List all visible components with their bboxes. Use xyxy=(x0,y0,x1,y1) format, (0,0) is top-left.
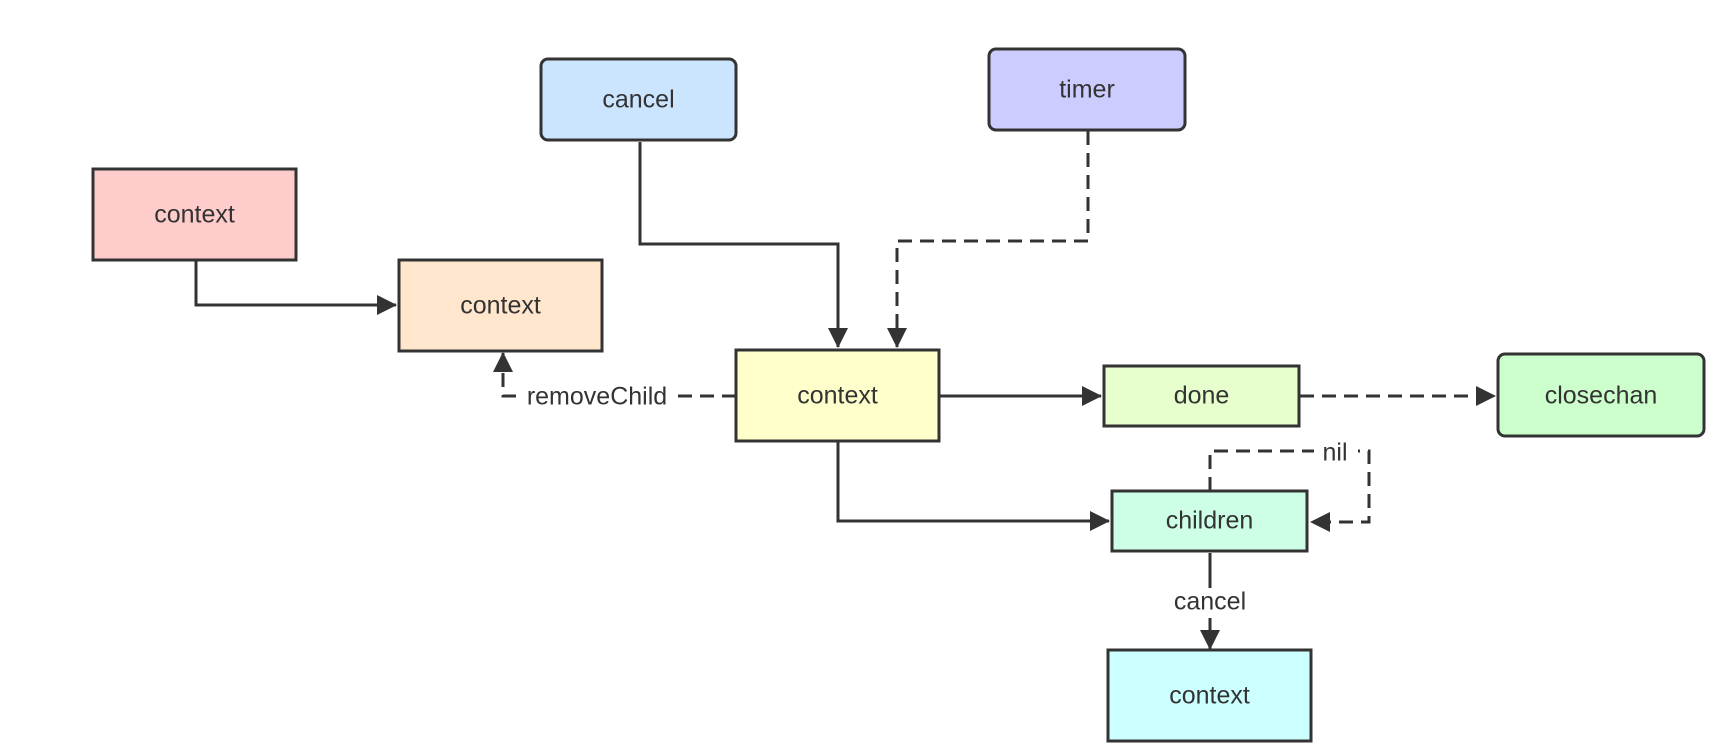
edge-label-nil: nil xyxy=(1322,439,1347,467)
node-closechan: closechan xyxy=(1496,352,1706,438)
node-done: done xyxy=(1102,364,1301,428)
node-cancel-label: cancel xyxy=(602,86,674,114)
edge-label-cancel: cancel xyxy=(1174,588,1246,616)
edge-children-nil-loop xyxy=(1208,449,1371,532)
node-context-orange: context xyxy=(397,258,604,353)
edge-context-to-context xyxy=(194,261,397,315)
node-context-main-label: context xyxy=(797,382,878,410)
node-timer-label: timer xyxy=(1059,76,1115,104)
node-closechan-label: closechan xyxy=(1545,382,1658,410)
node-context-orange-label: context xyxy=(460,292,541,320)
node-context-main: context xyxy=(734,348,941,443)
node-cancel: cancel xyxy=(539,57,738,142)
edge-context-to-children xyxy=(836,441,1110,531)
node-timer: timer xyxy=(987,47,1187,132)
edge-label-removechild: removeChild xyxy=(527,383,667,411)
node-context-child-label: context xyxy=(1169,682,1250,710)
nodes: context context cancel timer context don… xyxy=(91,47,1706,743)
edge-cancel-to-context xyxy=(638,142,848,348)
node-children-label: children xyxy=(1166,507,1254,535)
node-context-child: context xyxy=(1106,648,1313,743)
edge-labels: removeChild nil cancel xyxy=(518,382,1358,618)
node-context-red: context xyxy=(91,167,298,262)
node-context-red-label: context xyxy=(154,201,235,229)
node-done-label: done xyxy=(1174,382,1230,410)
node-children: children xyxy=(1110,489,1309,553)
edge-timer-to-context xyxy=(887,131,1090,348)
